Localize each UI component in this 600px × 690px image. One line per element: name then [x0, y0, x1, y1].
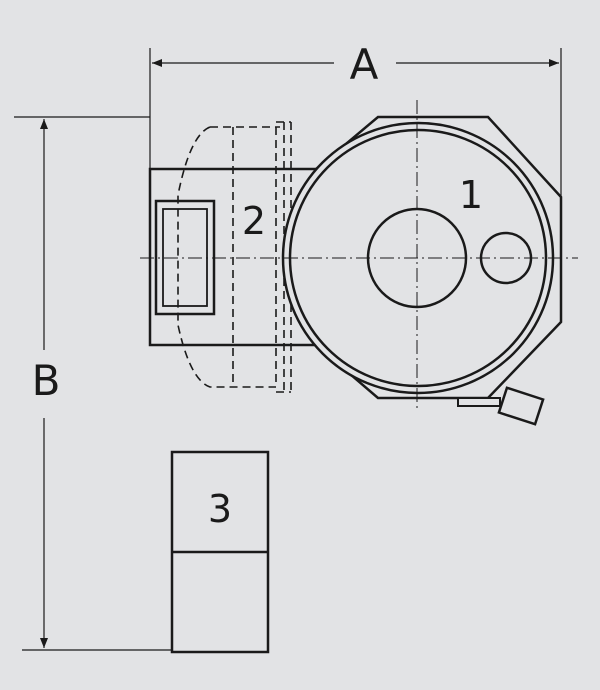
center-lines	[140, 100, 578, 410]
connector-body	[497, 386, 545, 426]
dimension-b	[14, 116, 172, 651]
part-1-label: 1	[459, 173, 483, 217]
dimension-b-label: B	[32, 356, 61, 405]
part-2-label: 2	[242, 199, 266, 243]
hidden-outline-left	[177, 126, 276, 388]
unit-3	[170, 450, 270, 654]
dimension-a-label: A	[350, 40, 379, 89]
connector-plug	[457, 386, 545, 426]
side-block-hidden-lines	[177, 121, 292, 393]
dimension-a	[149, 48, 562, 200]
connector-cable	[457, 397, 501, 407]
part-3-label: 3	[208, 487, 232, 531]
